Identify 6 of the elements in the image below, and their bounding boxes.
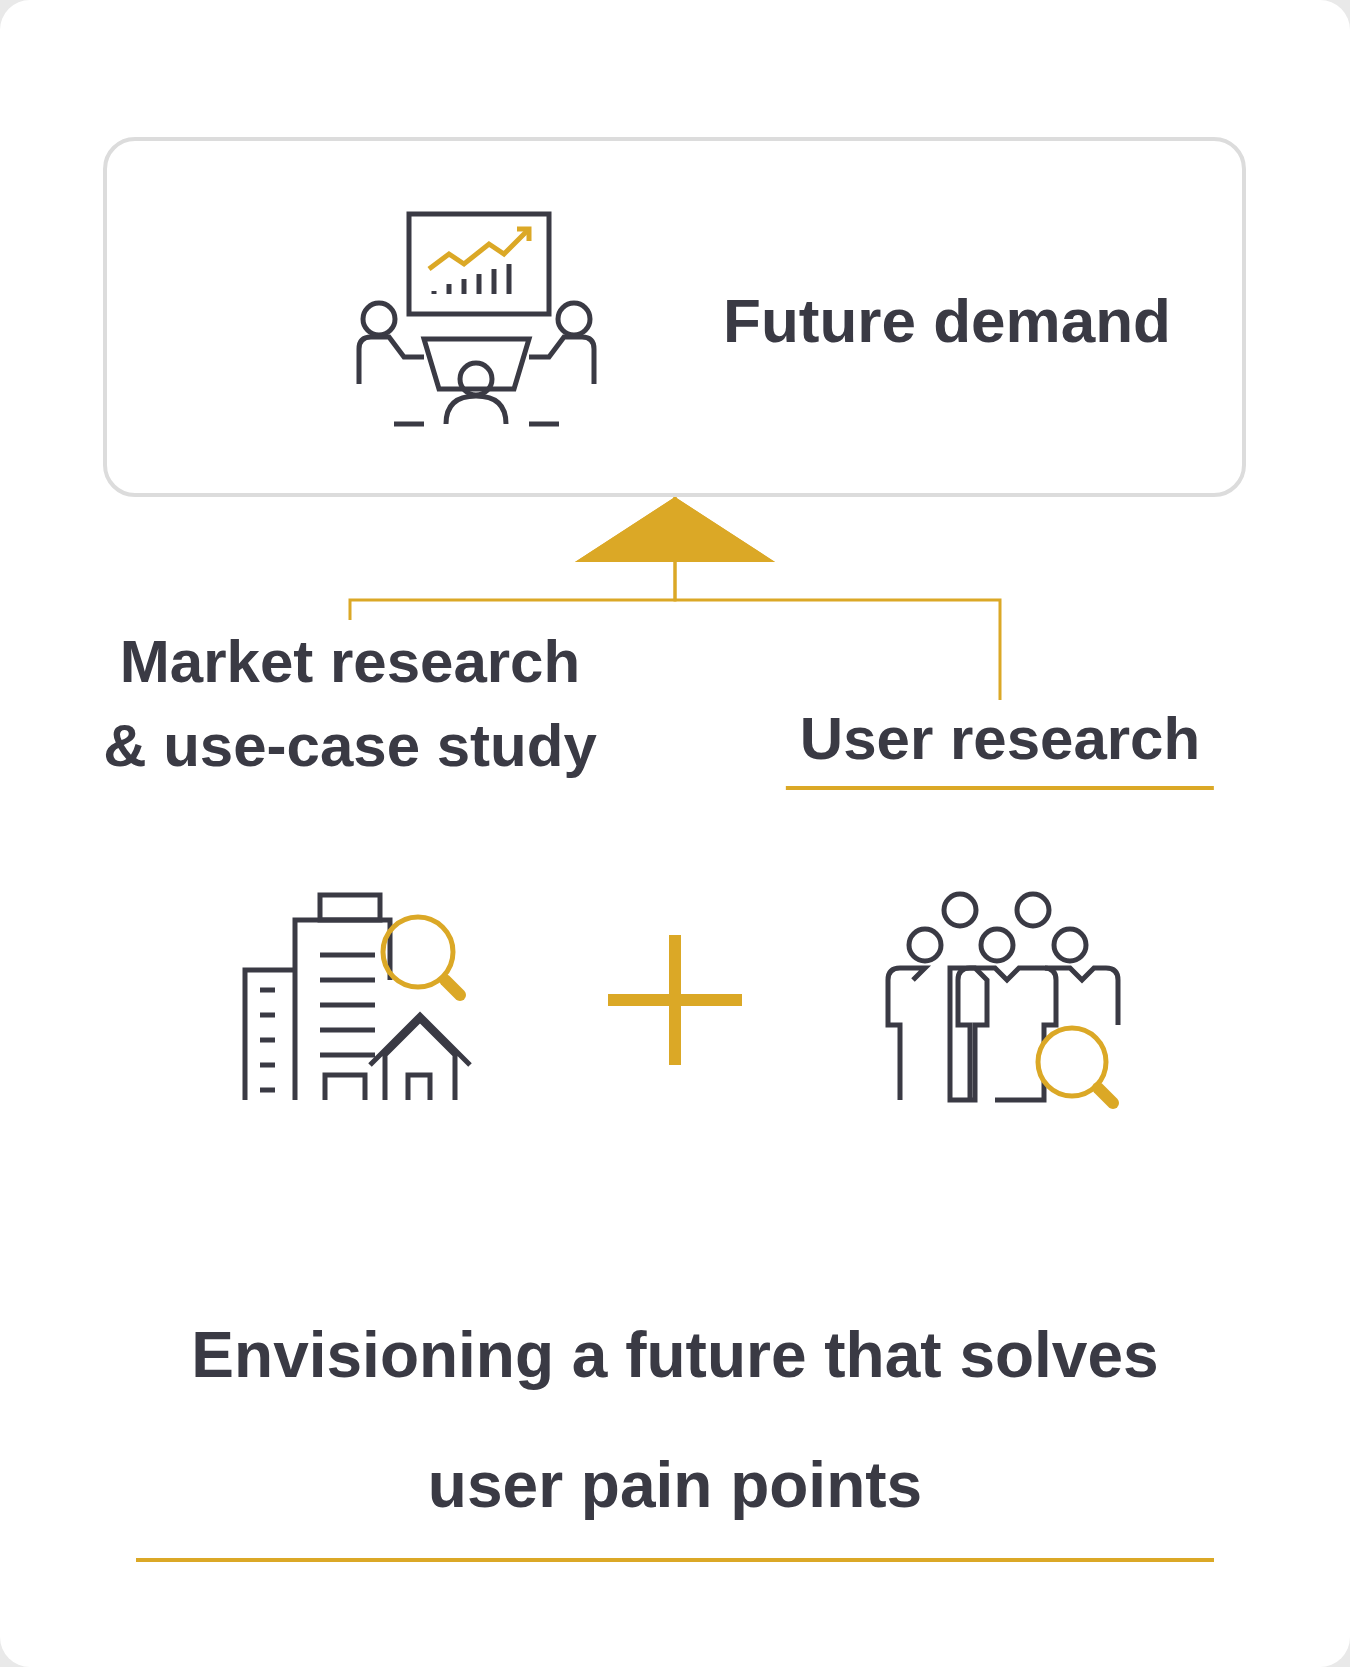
heading-text: Market research & use-case study xyxy=(102,627,598,781)
result-box xyxy=(103,137,1246,497)
box-title: Future demand xyxy=(722,285,1172,357)
conclusion-text: Envisioning a future that solves user pain points xyxy=(136,1290,1214,1562)
heading-text: User research xyxy=(785,700,1215,790)
arrow xyxy=(575,497,1002,700)
